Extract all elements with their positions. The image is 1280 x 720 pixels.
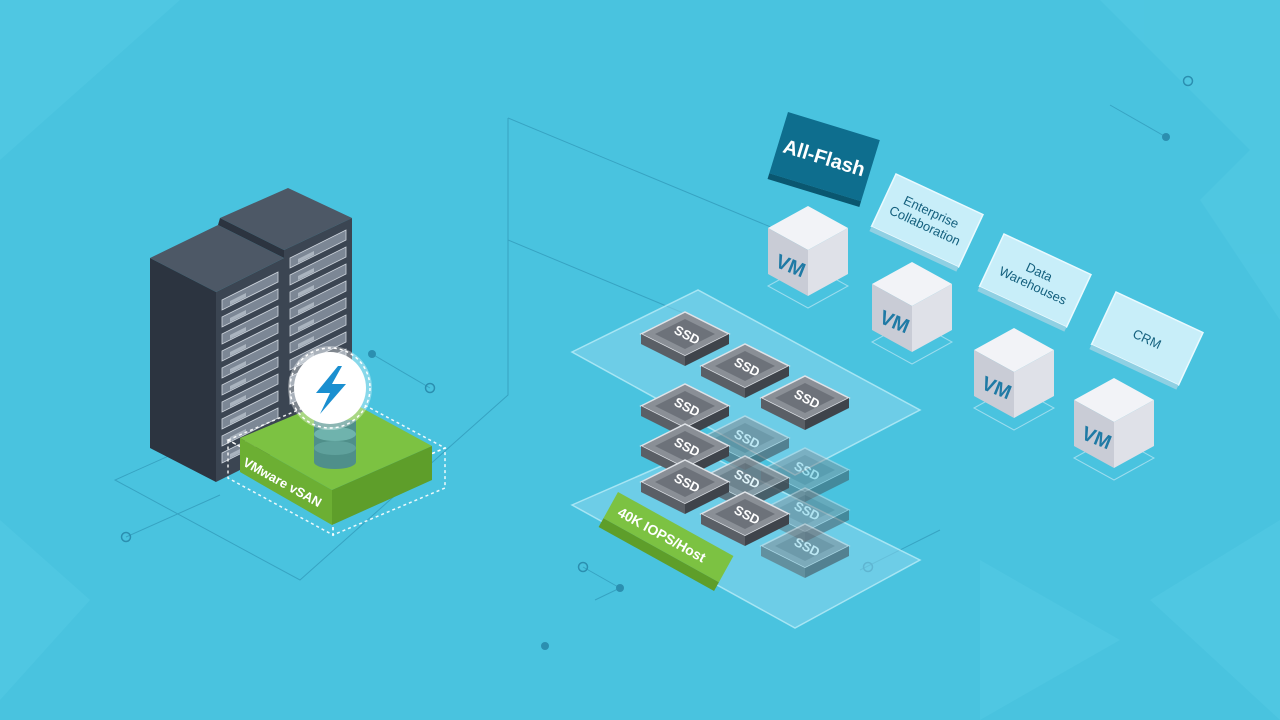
rack-drive-slot (298, 285, 314, 297)
workload-tag: CRM (1089, 291, 1205, 390)
datastore-cylinder (314, 420, 356, 469)
vm-cube: VM (1072, 378, 1156, 481)
rack-drive-slot (298, 336, 314, 348)
lightning-bolt-icon (288, 346, 372, 430)
rack-drive-slot (230, 344, 246, 356)
vm-cube: VM (972, 328, 1056, 431)
ssd-drive: SSD (759, 375, 851, 430)
ssd-drive: SSD (639, 423, 731, 478)
ssd-drive: SSD (699, 343, 791, 398)
rack-drive-slot (298, 251, 314, 263)
rack-drive-slot (230, 395, 246, 407)
rack-drive-slot (298, 319, 314, 331)
rack-drive-slot (298, 353, 314, 365)
vm-cube: VM (766, 206, 850, 309)
rack-drive-slot (230, 412, 246, 424)
connector-dots (368, 133, 1170, 650)
rack-drive-slot (298, 268, 314, 280)
rack-drive-slot (298, 302, 314, 314)
connector-rings (120, 75, 1194, 573)
ssd-drive: SSD (699, 491, 791, 546)
ssd-drive: SSD (639, 459, 731, 514)
ssd-drive: SSD (759, 523, 851, 578)
rack-drive-slot (230, 293, 246, 305)
all-flash-tag: All-Flash (767, 111, 880, 208)
rack-drive-slot (230, 327, 246, 339)
rack-drive-slot (230, 378, 246, 390)
vm-cube: VM (870, 262, 954, 365)
rack-drive-slot (230, 361, 246, 373)
rack-drive-slot (230, 310, 246, 322)
ssd-drive: SSD (639, 311, 731, 366)
